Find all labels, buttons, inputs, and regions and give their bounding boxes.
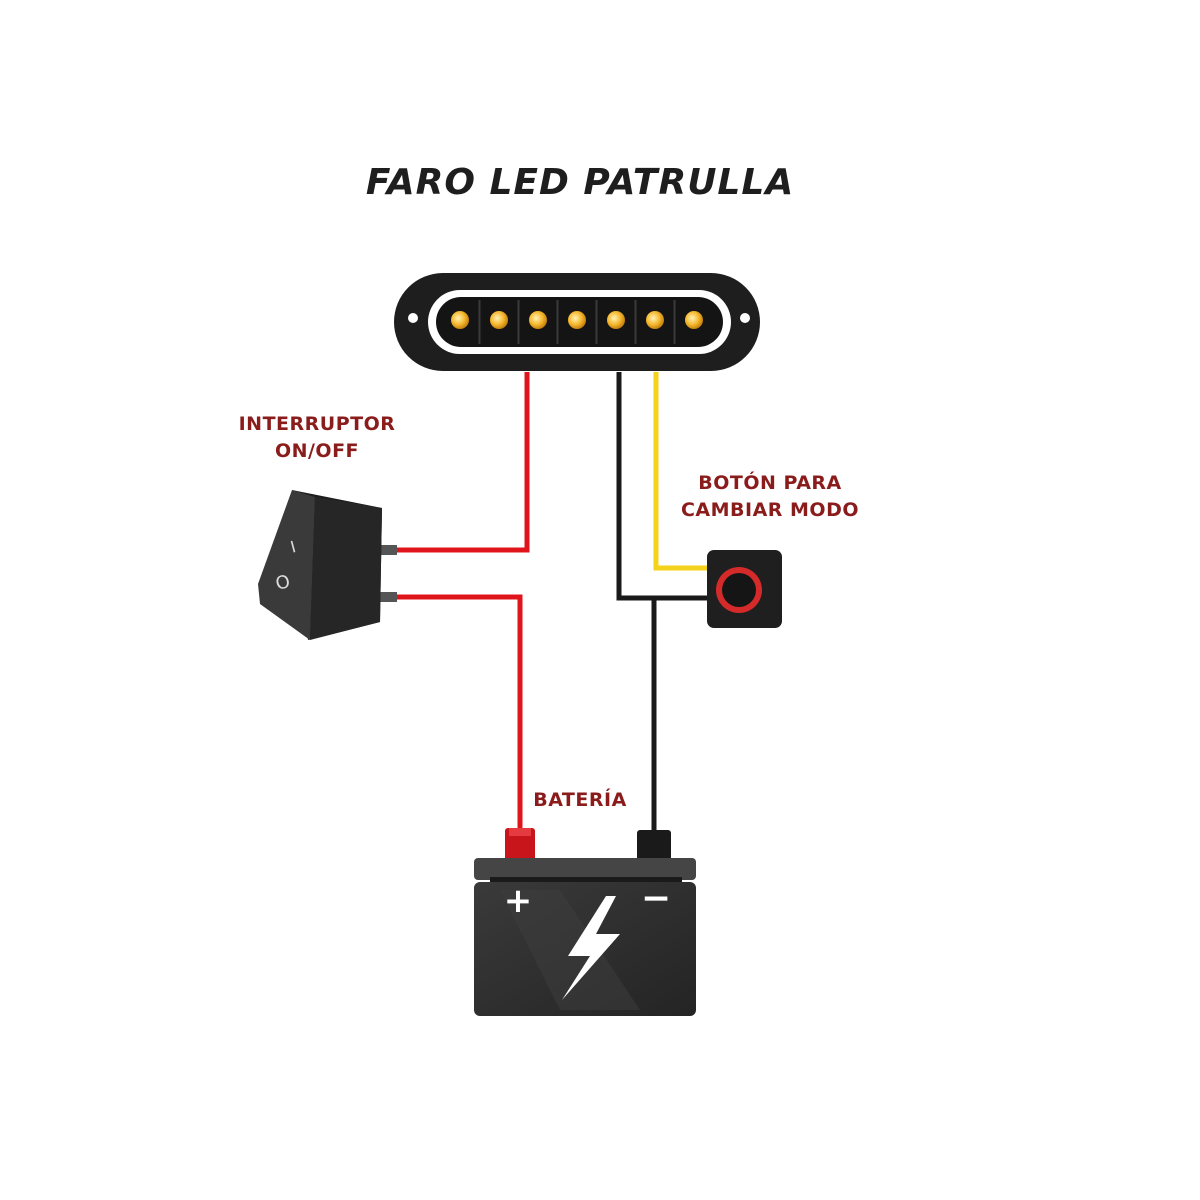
wires [380,372,717,836]
led-icon [529,311,547,329]
led-icon [646,311,664,329]
led-icon [568,311,586,329]
led-icon [451,311,469,329]
led-icon [490,311,508,329]
lightning-bolt-icon [562,896,620,1000]
battery-negative-symbol: − [641,878,671,919]
mode-button-label: BOTÓN PARA CAMBIAR MODO [660,470,880,524]
led-separator [673,300,676,344]
led-icon [685,311,703,329]
wire-negative [616,372,717,601]
switch-label: INTERRUPTOR ON/OFF [212,411,422,465]
diagram-title: FARO LED PATRULLA [365,162,795,203]
led-separator [556,300,559,344]
led-separator [634,300,637,344]
battery-label-text: BATERÍA [533,789,627,811]
mode-button-label-line2: CAMBIAR MODO [680,499,860,521]
push-button-icon[interactable] [707,550,782,628]
switch-label-line2: ON/OFF [274,440,360,462]
battery-positive-symbol: + [504,881,533,921]
wire-positive-battery [380,594,523,834]
led-group [451,300,703,344]
led-separator [517,300,520,344]
wire-mode [653,372,717,571]
led-light-bar-icon [394,273,760,371]
battery-icon: + − [474,828,696,1016]
switch-label-line1: INTERRUPTOR [238,413,396,435]
mode-button-label-line1: BOTÓN PARA [698,472,842,494]
wire-positive-lightbar [380,372,530,553]
led-icon [607,311,625,329]
rocker-switch-icon: I O [258,490,397,640]
switch-on-symbol: I [288,537,297,557]
led-separator [478,300,481,344]
led-separator [595,300,598,344]
switch-off-symbol: O [273,571,292,595]
battery-label: BATERÍA [520,787,640,814]
